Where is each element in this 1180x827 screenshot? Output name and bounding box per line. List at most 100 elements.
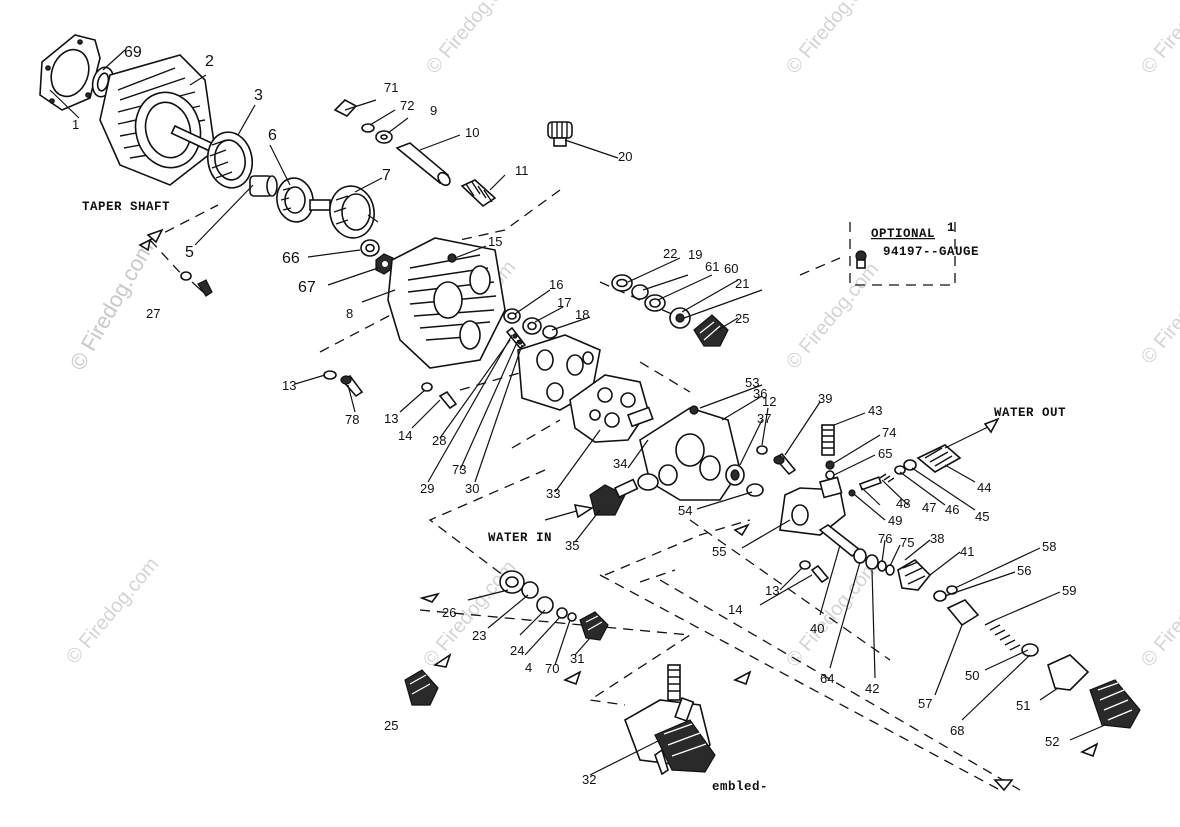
- watermark-tile: © Firedog.com: [782, 0, 883, 78]
- part-label-57: 57: [918, 696, 932, 711]
- ring-part-75: [885, 564, 895, 576]
- inlet-fitting-part-35: [589, 478, 639, 516]
- part-label-67: 67: [298, 279, 316, 296]
- part-label-41: 41: [960, 544, 974, 559]
- watermark-tile: © Firedog.com: [782, 258, 883, 373]
- fitting-part-43: [821, 424, 835, 456]
- pin-part-48: [858, 476, 882, 491]
- assembled-unloader-part-32: [624, 664, 716, 776]
- part-label-18: 18: [575, 307, 589, 322]
- part-label-34: 34: [613, 456, 627, 471]
- part-label-32: 32: [582, 772, 596, 787]
- ball-part-74: [825, 460, 835, 470]
- screw-part-15: [447, 253, 457, 263]
- seal-part-60: [669, 307, 691, 329]
- watermark-tile: © Firedog.com: [422, 0, 523, 78]
- fitting-part-26: [499, 570, 525, 594]
- part-label-40: 40: [810, 621, 824, 636]
- part-label-60: 60: [724, 261, 738, 276]
- part-label-22: 22: [663, 246, 677, 261]
- part-label-6: 6: [268, 127, 277, 144]
- watermark-tile: © Firedog.com: [1137, 253, 1180, 368]
- manifold-plate: [517, 334, 601, 411]
- bearing-part-7: [329, 185, 375, 239]
- bolt-part-78: [340, 374, 364, 398]
- part-label-12: 12: [762, 394, 776, 409]
- part-label-45: 45: [975, 509, 989, 524]
- part-label-54: 54: [678, 503, 692, 518]
- unloader-body-part-55: [779, 476, 846, 536]
- ring-part-56: [933, 590, 947, 602]
- part-label-47: 47: [922, 500, 936, 515]
- seal-part-22: [611, 274, 633, 292]
- part-label-38: 38: [930, 531, 944, 546]
- part-label-46: 46: [945, 502, 959, 517]
- part-label-1: 1: [72, 117, 79, 132]
- nut-part-31: [579, 611, 609, 641]
- ring-part-54: [746, 483, 764, 497]
- watermarks: © Firedog.com © Firedog.com © Firedog.co…: [62, 0, 1180, 671]
- part-label-49: 49: [888, 513, 902, 528]
- watermark-tile: © Firedog.com: [1137, 556, 1180, 671]
- assembly-guide-lines: [149, 189, 1021, 791]
- ring-part-45: [903, 459, 917, 471]
- body-part-38: [897, 558, 932, 591]
- part-label-31: 31: [570, 651, 584, 666]
- part-label-29: 29: [420, 481, 434, 496]
- outlet-fitting-part-44: [916, 444, 962, 473]
- cap-part-20: [547, 121, 573, 147]
- part-label-64: 64: [820, 671, 834, 686]
- part-label-76: 76: [878, 531, 892, 546]
- ring-part-23: [521, 581, 539, 599]
- washer-part-50: [1021, 643, 1039, 657]
- part-label-17: 17: [557, 295, 571, 310]
- collar-part-5: [249, 175, 278, 197]
- part-label-39: 39: [818, 391, 832, 406]
- part-label-74: 74: [882, 425, 896, 440]
- part-label-58: 58: [1042, 539, 1056, 554]
- ring-part-65: [825, 470, 835, 480]
- part-label-2: 2: [205, 53, 214, 70]
- seal-part-37: [725, 464, 745, 486]
- ring-part-19: [631, 284, 649, 300]
- nut-part-51: [1047, 654, 1090, 691]
- washer-part-13-lower: [799, 560, 811, 570]
- bolt-part-39: [773, 452, 797, 476]
- part-label-10: 10: [465, 125, 479, 140]
- part-label-65: 65: [878, 446, 892, 461]
- part-label-69: 69: [124, 44, 142, 61]
- leader-lines: [49, 49, 1106, 776]
- watermark-tile: © Firedog.com: [62, 553, 163, 668]
- part-label-27: 27: [146, 306, 160, 321]
- watermark-main: © Firedog.com: [65, 237, 159, 375]
- part-label-78: 78: [345, 412, 359, 427]
- seal-part-61: [644, 294, 666, 312]
- part-label-23: 23: [472, 628, 486, 643]
- part-label-53: 53: [745, 375, 759, 390]
- spring-part-11: [460, 179, 497, 208]
- part-label-52: 52: [1045, 734, 1059, 749]
- gear-part-6: [276, 177, 331, 223]
- caption-taper-shaft: TAPER SHAFT: [82, 200, 170, 214]
- part-label-16: 16: [549, 277, 563, 292]
- plug-part-53: [689, 405, 699, 415]
- bearing-part-3: [206, 131, 254, 189]
- part-label-71: 71: [384, 80, 398, 95]
- caption-optional: OPTIONAL: [871, 227, 935, 241]
- ring-part-76: [877, 560, 887, 572]
- part-label-73: 73: [452, 462, 466, 477]
- part-label-68: 68: [950, 723, 964, 738]
- washer-part-66: [360, 239, 380, 257]
- part-label-5: 5: [185, 244, 194, 261]
- oring-part-24: [536, 596, 554, 614]
- part-label-51: 51: [1016, 698, 1030, 713]
- gauge-icon: [855, 250, 867, 269]
- seal-part-17: [522, 317, 542, 335]
- part-label-56: 56: [1017, 563, 1031, 578]
- part-label-48: 48: [896, 496, 910, 511]
- part-label-20: 20: [618, 149, 632, 164]
- part-label-19: 19: [688, 247, 702, 262]
- part-label-37: 37: [757, 411, 771, 426]
- spring-part-59: [984, 619, 1021, 651]
